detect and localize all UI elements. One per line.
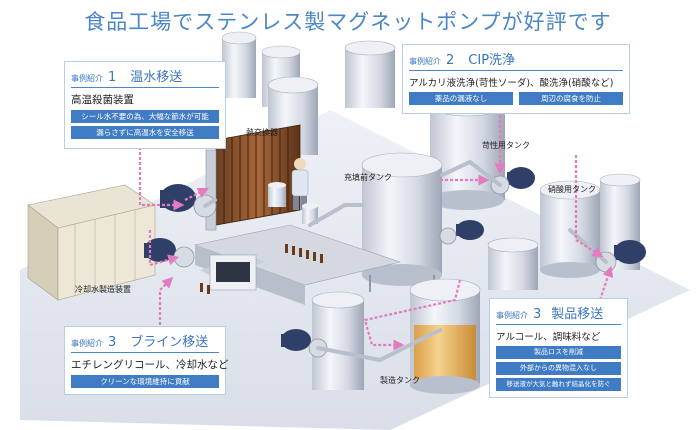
case-tag: クリーンな環境維持に貢献 xyxy=(71,375,219,388)
case-heading: 製品移送 xyxy=(551,307,604,322)
case-box-cip: 事例紹介 2 CIP洗浄 アルカリ液洗浄(苛性ソーダ)、酸洗浄(硝酸など) 薬品… xyxy=(402,44,630,114)
label-nitric-tank: 硝酸用タンク xyxy=(548,185,596,194)
case-prefix: 事例紹介 xyxy=(409,57,441,66)
case-heading: ブライン移送 xyxy=(130,335,209,350)
case-header: 事例紹介 3 ブライン移送 xyxy=(65,327,225,350)
case-heading: 温水移送 xyxy=(130,70,183,85)
case-tag: シール水不要の為、大幅な節水が可能 xyxy=(71,110,219,123)
case-tag: 外部からの異物混入なし xyxy=(496,362,621,375)
case-header: 事例紹介 3 製品移送 xyxy=(490,299,627,322)
label-heat-exchanger: 熱交換器 xyxy=(246,128,278,137)
divider xyxy=(409,70,623,71)
label-pre-fill-tank: 充填前タンク xyxy=(344,173,392,182)
case-subtitle: エチレングリコール、冷却水など xyxy=(71,359,229,371)
case-header: 事例紹介 2 CIP洗浄 xyxy=(403,45,629,68)
sterilizer-unit xyxy=(27,184,156,301)
divider xyxy=(496,324,621,325)
page-title: 食品工場でステンレス製マグネットポンプが好評です xyxy=(84,10,612,34)
case-prefix: 事例紹介 xyxy=(71,74,103,83)
case-number: 3 xyxy=(533,307,542,322)
case-subtitle: アルカリ液洗浄(苛性ソーダ)、酸洗浄(硝酸など) xyxy=(409,78,614,89)
case-number: 1 xyxy=(108,70,117,85)
cans xyxy=(268,182,318,224)
pump-6 xyxy=(439,220,484,245)
case-box-product: 事例紹介 3 製品移送 アルコール、調味料など 製品ロスを削減 外部からの異物混… xyxy=(489,298,628,398)
worker-figure xyxy=(291,158,309,210)
case-tag: 製品ロスを削減 xyxy=(496,346,621,359)
case-tag: 薬品の漏液なし xyxy=(409,92,513,105)
case-box-brine: 事例紹介 3 ブライン移送 エチレングリコール、冷却水など クリーンな環境維持に… xyxy=(64,326,229,395)
case-tag-row: 薬品の漏液なし 周辺の腐食を防止 xyxy=(403,92,629,108)
case-prefix: 事例紹介 xyxy=(71,339,103,348)
label-caustic-tank: 苛性用タンク xyxy=(482,141,530,150)
case-tag: 移送液が大気と触れず結晶化を防ぐ xyxy=(496,378,621,391)
bottling-line xyxy=(193,224,402,305)
divider xyxy=(71,87,219,88)
label-chiller: 冷却水製造装置 xyxy=(75,285,131,294)
case-header: 事例紹介 1 温水移送 xyxy=(65,62,225,85)
case-tag: 漏らさずに高温水を安全移送 xyxy=(71,126,219,139)
case-number: 3 xyxy=(108,335,117,350)
pump-5 xyxy=(281,329,328,358)
case-subtitle: 高温殺菌装置 xyxy=(71,94,134,106)
label-production-tank: 製造タンク xyxy=(380,376,420,385)
divider xyxy=(71,352,219,353)
case-tag: 周辺の腐食を防止 xyxy=(519,92,623,105)
case-box-hot-water: 事例紹介 1 温水移送 高温殺菌装置 シール水不要の為、大幅な節水が可能 漏らさ… xyxy=(64,61,226,149)
flow-paths xyxy=(138,95,614,355)
case-heading: CIP洗浄 xyxy=(468,53,516,68)
case-number: 2 xyxy=(446,53,455,68)
case-subtitle: アルコール、調味料など xyxy=(496,332,601,343)
pump-3 xyxy=(490,167,535,195)
case-prefix: 事例紹介 xyxy=(496,311,528,320)
